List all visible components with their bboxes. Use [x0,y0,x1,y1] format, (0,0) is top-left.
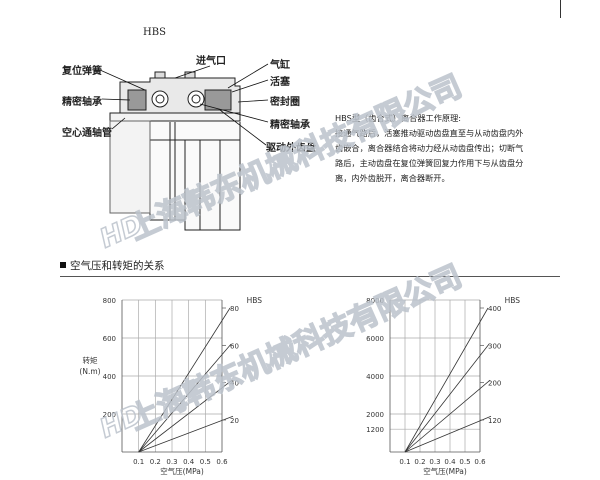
series-line [138,379,233,453]
desc-line: 离，内外齿脱开，离合器断开。 [335,173,450,183]
right-tick-label: 60 [230,342,239,350]
x-tick-label: 0.5 [459,458,470,466]
right-tick-label: 40 [230,380,239,388]
y-axis-label: 转矩 [83,355,98,365]
y-tick-label: 8000 [366,297,384,305]
callout-hollow-shaft: 空心通轴管 [62,128,112,139]
x-axis-label: 空气压(MPa) [423,466,467,476]
section-title: 空气压和转矩的关系 [70,260,165,272]
x-tick-label: 0.1 [133,458,144,466]
y-tick-label: 6000 [366,335,384,343]
x-tick-label: 0.6 [216,458,228,466]
y-tick-label: 4000 [366,373,384,381]
series-line [404,307,489,453]
y-tick-label: 2000 [366,411,384,419]
x-tick-label: 0.6 [474,458,486,466]
series-line [404,379,491,453]
x-tick-label: 0.3 [166,458,177,466]
series-line [404,415,492,453]
callout-precision-bearing-right: 精密轴承 [270,120,310,131]
right-tick-label: 200 [488,380,501,388]
callout-air-inlet: 进气口 [196,56,226,67]
y-tick-label: 800 [103,297,116,305]
right-tick-label: 300 [488,342,501,350]
series-line [404,343,490,453]
x-tick-label: 0.3 [429,458,440,466]
top-divider [560,0,561,18]
callout-drive-gear-disk: 驱动外齿盘 [266,143,316,154]
model-axis-label: HBS [247,296,263,305]
desc-line: HBS型（齿合式）离合器工作原理: [335,113,462,123]
right-tick-label: 20 [230,417,239,425]
clutch-cross-section-diagram [99,63,269,231]
callout-piston: 活塞 [270,77,290,88]
x-tick-label: 0.4 [444,458,456,466]
y-axis-unit: (N.m) [79,367,100,376]
right-tick-label: 120 [488,417,501,425]
x-tick-label: 0.1 [399,458,410,466]
callout-precision-bearing-left: 精密轴承 [62,97,102,108]
y-tick-label: 600 [103,335,116,343]
working-principle-text: HBS型（齿合式）离合器工作原理: 接通气路后，活塞推动驱动齿盘直至与从动齿盘内… [335,111,560,186]
desc-line: 路后，主动齿盘在复位弹簧回复力作用下与从齿盘分 [335,158,524,168]
x-tick-label: 0.2 [414,458,425,466]
model-label: HBS [143,27,166,38]
desc-line: 齿嵌合，离合器结合将动力经从动齿盘传出；切断气 [335,143,524,153]
y-tick-label: 400 [103,373,116,381]
right-tick-label: 400 [488,305,501,313]
right-tick-label: 80 [230,305,239,313]
callout-return-spring: 复位弹簧 [62,66,102,77]
x-tick-label: 0.5 [200,458,211,466]
x-tick-label: 0.4 [183,458,195,466]
section-heading: 空气压和转矩的关系 [60,258,165,273]
y-tick-label: 200 [103,411,116,419]
chart-group: 200 400 600 800 0.1 0.2 0.3 0.4 0.5 0.6 空气压(MPa) HB… [103,296,263,476]
callout-cylinder: 气缸 [270,60,290,71]
series-line [138,415,234,453]
x-tick-label: 0.2 [150,458,161,466]
series-line [138,343,232,453]
series-line [138,307,231,453]
desc-line: 接通气路后，活塞推动驱动齿盘直至与从动齿盘内外 [335,128,524,138]
x-axis-label: 空气压(MPa) [160,466,204,476]
y-tick-label: 1200 [366,426,384,434]
model-axis-label: HBS [505,296,521,305]
square-bullet-icon [60,262,66,268]
hatch-right [204,89,232,111]
callout-seal-ring: 密封圈 [270,97,300,108]
section-divider [60,276,560,277]
